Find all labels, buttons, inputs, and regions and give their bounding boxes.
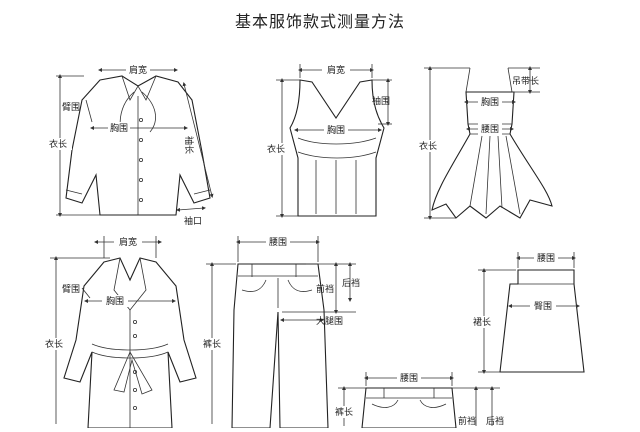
pants-back-rise-label: 后裆 [342, 277, 360, 289]
shirt-collar [121, 75, 157, 101]
shirt-length-label: 衣长 [49, 138, 67, 150]
shorts-measurements: 腰围 裤长 前裆 后裆 [330, 372, 504, 427]
shirt-measurements: 肩宽 胸围 臂围 衣长 袖长 袖口 [44, 64, 214, 227]
coat-armhole-label: 臂围 [62, 283, 80, 295]
pants-length-label: 裤长 [203, 338, 221, 350]
shorts-front-rise-label: 前裆 [458, 415, 476, 427]
shorts-length-label: 裤长 [335, 406, 353, 418]
tank-figure [289, 79, 385, 217]
tank-length-label: 衣长 [267, 143, 285, 155]
pants-belt-loops [251, 264, 297, 277]
coat-belt [91, 343, 169, 359]
tank-armhole-label: 袖围 [372, 95, 390, 107]
dress-chest-label: 胸围 [481, 96, 499, 108]
skirt-hip-label: 臀围 [534, 301, 552, 312]
shirt-sleeve-label: 袖长 [183, 136, 195, 154]
coat-measurements: 肩宽 胸围 臂围 衣长 [40, 236, 176, 424]
skirt-waist-label: 腰围 [537, 253, 555, 264]
pants-figure [231, 263, 329, 429]
coat-length-label: 衣长 [45, 338, 63, 350]
tank-chest-label: 胸围 [327, 124, 345, 136]
pants-measurements: 腰围 前裆 后裆 大腿围 裤长 [196, 236, 360, 424]
shirt-buttons [138, 118, 143, 202]
shirt-cuff-label: 袖口 [184, 215, 202, 227]
shorts-waist-label: 腰围 [400, 373, 418, 384]
tank-shoulder-label: 肩宽 [327, 64, 345, 76]
page-title: 基本服饰款式测量方法 [234, 12, 405, 31]
pants-body [231, 263, 329, 429]
dress-figure [431, 67, 553, 219]
pants-front-rise-label: 前裆 [316, 283, 334, 295]
skirt-length-label: 裙长 [473, 316, 491, 328]
dress-waist-label: 腰围 [481, 124, 499, 135]
shorts-back-rise-label: 后裆 [486, 415, 504, 427]
shorts-body [361, 387, 457, 429]
shorts-belt-loops [383, 388, 435, 398]
shirt-chest-label: 胸围 [110, 122, 128, 134]
shirt-shoulder-label: 肩宽 [129, 64, 147, 76]
dress-straps [465, 67, 513, 93]
coat-buttons [132, 319, 137, 410]
pants-thigh-label: 大腿围 [316, 315, 343, 327]
pants-waist-label: 腰围 [269, 237, 287, 248]
dress-length-label: 衣长 [419, 140, 437, 152]
tank-body [289, 79, 385, 217]
skirt-measurements: 腰围 臀围 裙长 [468, 252, 580, 374]
skirt-figure [499, 269, 585, 373]
shirt-armhole-label: 臂围 [62, 101, 80, 113]
coat-chest-label: 胸围 [106, 295, 124, 307]
tank-measurements: 肩宽 胸围 袖围 衣长 [264, 64, 392, 218]
coat-bow [113, 351, 153, 395]
dress-strap-label: 吊带长 [512, 75, 539, 87]
skirt-body [499, 269, 585, 373]
coat-shoulder-label: 肩宽 [119, 236, 137, 248]
dress-body [431, 91, 553, 219]
dress-measurements: 吊带长 胸围 腰围 衣长 [414, 66, 540, 220]
shorts-figure [361, 387, 457, 429]
coat-figure [63, 257, 197, 429]
